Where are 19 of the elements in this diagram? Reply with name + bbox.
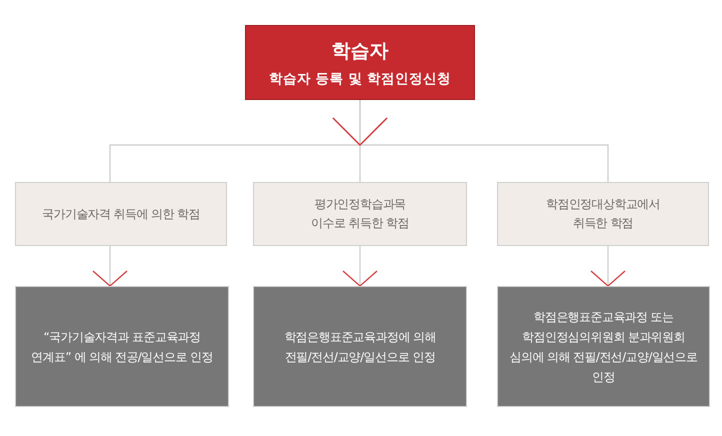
box-text: 국가기술자격 취득에 의한 학점 <box>42 206 200 222</box>
process-box <box>253 182 467 246</box>
arrow <box>332 100 609 182</box>
arrow <box>590 246 626 287</box>
box-text: 학점인정대상학교에서 취득한 학점 <box>544 196 661 232</box>
arrow <box>342 246 378 287</box>
box-title: 학습자 <box>332 38 388 64</box>
arrow <box>92 246 128 287</box>
process-box <box>497 286 710 407</box>
box-text: 학점은행표준교육과정 또는 학점인정심의위원회 분과위원회 심의에 의해 전필/전선/교양/일선으로 인정 <box>508 308 698 386</box>
box-subtitle: 학습자 등록 및 학점인정신청 <box>268 70 452 88</box>
box-text: 평가인정학습과목 이수로 취득한 학점 <box>310 196 410 232</box>
process-box <box>15 286 229 407</box>
process-box <box>497 182 709 246</box>
process-box <box>15 182 227 246</box>
title-box <box>245 25 475 100</box>
box-text: 학점은행표준교육과정에 의해 전필/전선/교양/일선으로 인정 <box>283 328 437 366</box>
box-text: “국가기술자격과 표준교육과정 연계표” 에 의해 전공/일선으로 인정 <box>30 328 214 366</box>
process-box <box>253 286 467 407</box>
